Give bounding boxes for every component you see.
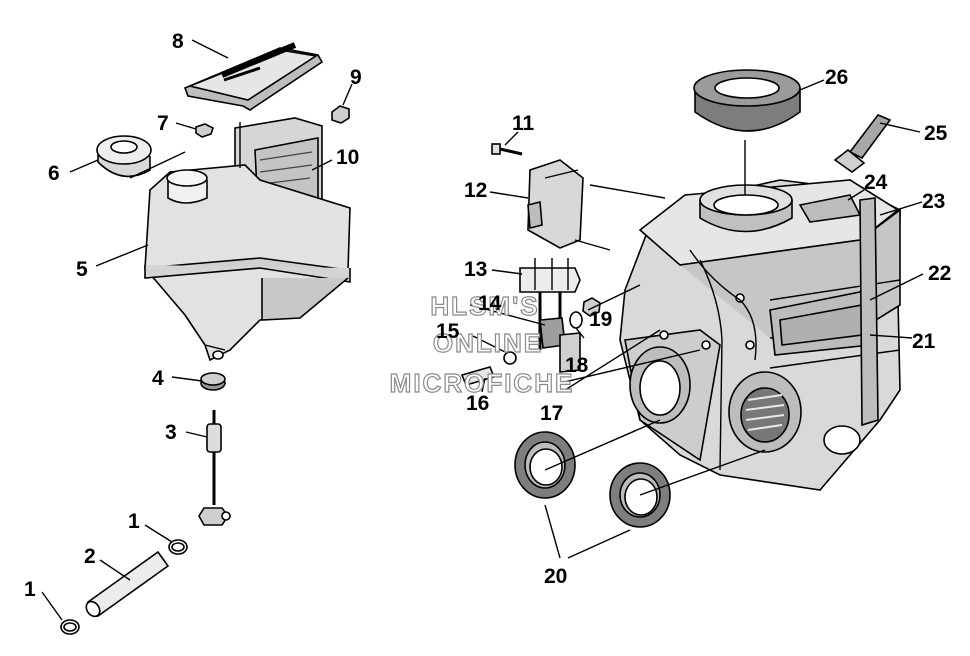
watermark-line-2: ONLINE (433, 328, 543, 358)
callout-13: 13 (464, 258, 487, 281)
callout-11: 11 (512, 112, 535, 135)
oil-tank (144, 164, 351, 362)
nut (331, 105, 350, 124)
screw (195, 123, 214, 138)
callout-25: 25 (924, 122, 948, 145)
callout-21: 21 (912, 330, 936, 353)
callout-18: 18 (565, 354, 589, 377)
hose-clamp-upper (168, 539, 188, 555)
callout-7: 7 (157, 112, 169, 135)
grommet (200, 372, 226, 391)
callout-9: 9 (350, 66, 362, 89)
strap (833, 114, 892, 173)
callout-26: 26 (825, 66, 848, 89)
callout-17: 17 (540, 402, 563, 425)
watermark-line-1: HLSM'S (430, 291, 539, 321)
airbox-body (619, 179, 901, 491)
hose-clamp-lower (60, 619, 80, 635)
callout-4: 4 (152, 367, 164, 390)
callout-1-upper: 1 (128, 510, 140, 533)
washer (559, 311, 583, 373)
watermark: HLSM'S ONLINE MICROFICHE (389, 290, 575, 398)
callout-10: 10 (336, 146, 359, 169)
callout-16: 16 (466, 392, 489, 415)
callouts: 1 1 2 3 4 5 6 7 8 9 10 11 12 13 14 15 16… (24, 30, 951, 601)
boot-ring (693, 69, 801, 132)
watermark-line-3: MICROFICHE (390, 368, 575, 398)
callout-15: 15 (436, 320, 460, 343)
oil-hose (85, 550, 170, 618)
pin (460, 351, 517, 386)
callout-6: 6 (48, 162, 60, 185)
leader-lines (41, 39, 924, 621)
tank-cap (96, 135, 152, 178)
callout-23: 23 (922, 190, 945, 213)
tank-lid (183, 42, 324, 111)
electronic-module (527, 159, 584, 249)
callout-5: 5 (76, 258, 88, 281)
oil-fitting (198, 410, 231, 526)
callout-24: 24 (864, 171, 888, 194)
callout-19: 19 (589, 308, 612, 331)
callout-22: 22 (928, 262, 951, 285)
callout-1-lower: 1 (24, 578, 36, 601)
nut-19 (582, 297, 601, 317)
callout-14: 14 (478, 292, 502, 315)
callout-12: 12 (464, 179, 487, 202)
callout-2: 2 (84, 545, 96, 568)
bolt (491, 143, 523, 156)
callout-20: 20 (544, 565, 567, 588)
callout-8: 8 (172, 30, 184, 53)
callout-3: 3 (165, 421, 177, 444)
seal-ring-1 (514, 431, 576, 499)
